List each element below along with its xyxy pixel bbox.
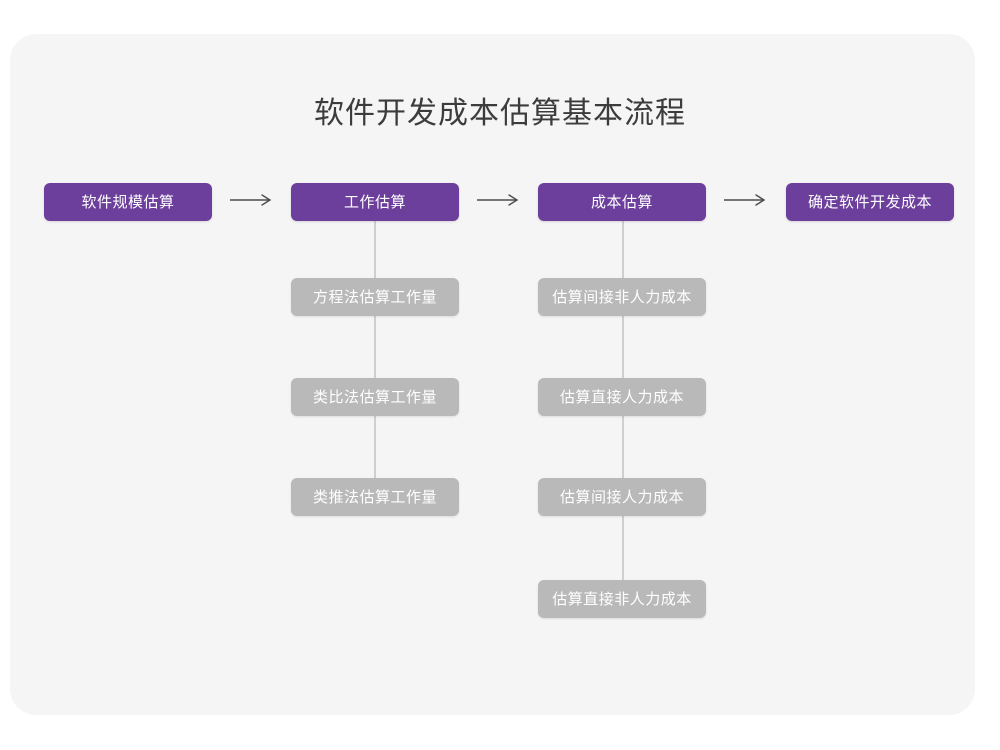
stage-node-work-estimation[interactable]: 工作估算	[291, 183, 459, 221]
stage-node-label: 确定软件开发成本	[807, 193, 932, 211]
stage-node-determine-development-cost[interactable]: 确定软件开发成本	[786, 183, 954, 221]
substep-node-label: 类推法估算工作量	[312, 488, 437, 506]
substep-node-label: 估算直接非人力成本	[552, 590, 692, 608]
substep-node-direct-non-labor-cost[interactable]: 估算直接非人力成本	[538, 580, 706, 618]
substep-node-label: 方程法估算工作量	[312, 288, 437, 306]
connector-rail-work	[374, 216, 376, 516]
arrow-stage2-to-stage3	[475, 190, 523, 210]
stage-node-label: 成本估算	[590, 193, 653, 211]
substep-node-label: 估算间接非人力成本	[552, 288, 692, 306]
substep-node-equation-method-effort[interactable]: 方程法估算工作量	[291, 278, 459, 316]
substep-node-label: 估算间接人力成本	[559, 488, 684, 506]
substep-node-direct-labor-cost[interactable]: 估算直接人力成本	[538, 378, 706, 416]
stage-node-label: 工作估算	[343, 193, 406, 211]
stage-node-cost-estimation[interactable]: 成本估算	[538, 183, 706, 221]
page-title: 软件开发成本估算基本流程	[314, 97, 686, 130]
diagram-card	[10, 34, 975, 715]
stage-node-label: 软件规模估算	[81, 193, 175, 211]
arrow-stage3-to-stage4	[722, 190, 770, 210]
substep-node-analogy-method-effort[interactable]: 类比法估算工作量	[291, 378, 459, 416]
connector-rail-cost	[622, 216, 624, 618]
substep-node-inference-method-effort[interactable]: 类推法估算工作量	[291, 478, 459, 516]
substep-node-indirect-labor-cost[interactable]: 估算间接人力成本	[538, 478, 706, 516]
arrow-stage1-to-stage2	[228, 190, 276, 210]
substep-node-label: 估算直接人力成本	[559, 388, 684, 406]
substep-node-label: 类比法估算工作量	[312, 388, 437, 406]
stage-node-software-scale-estimation[interactable]: 软件规模估算	[44, 183, 212, 221]
substep-node-indirect-non-labor-cost[interactable]: 估算间接非人力成本	[538, 278, 706, 316]
